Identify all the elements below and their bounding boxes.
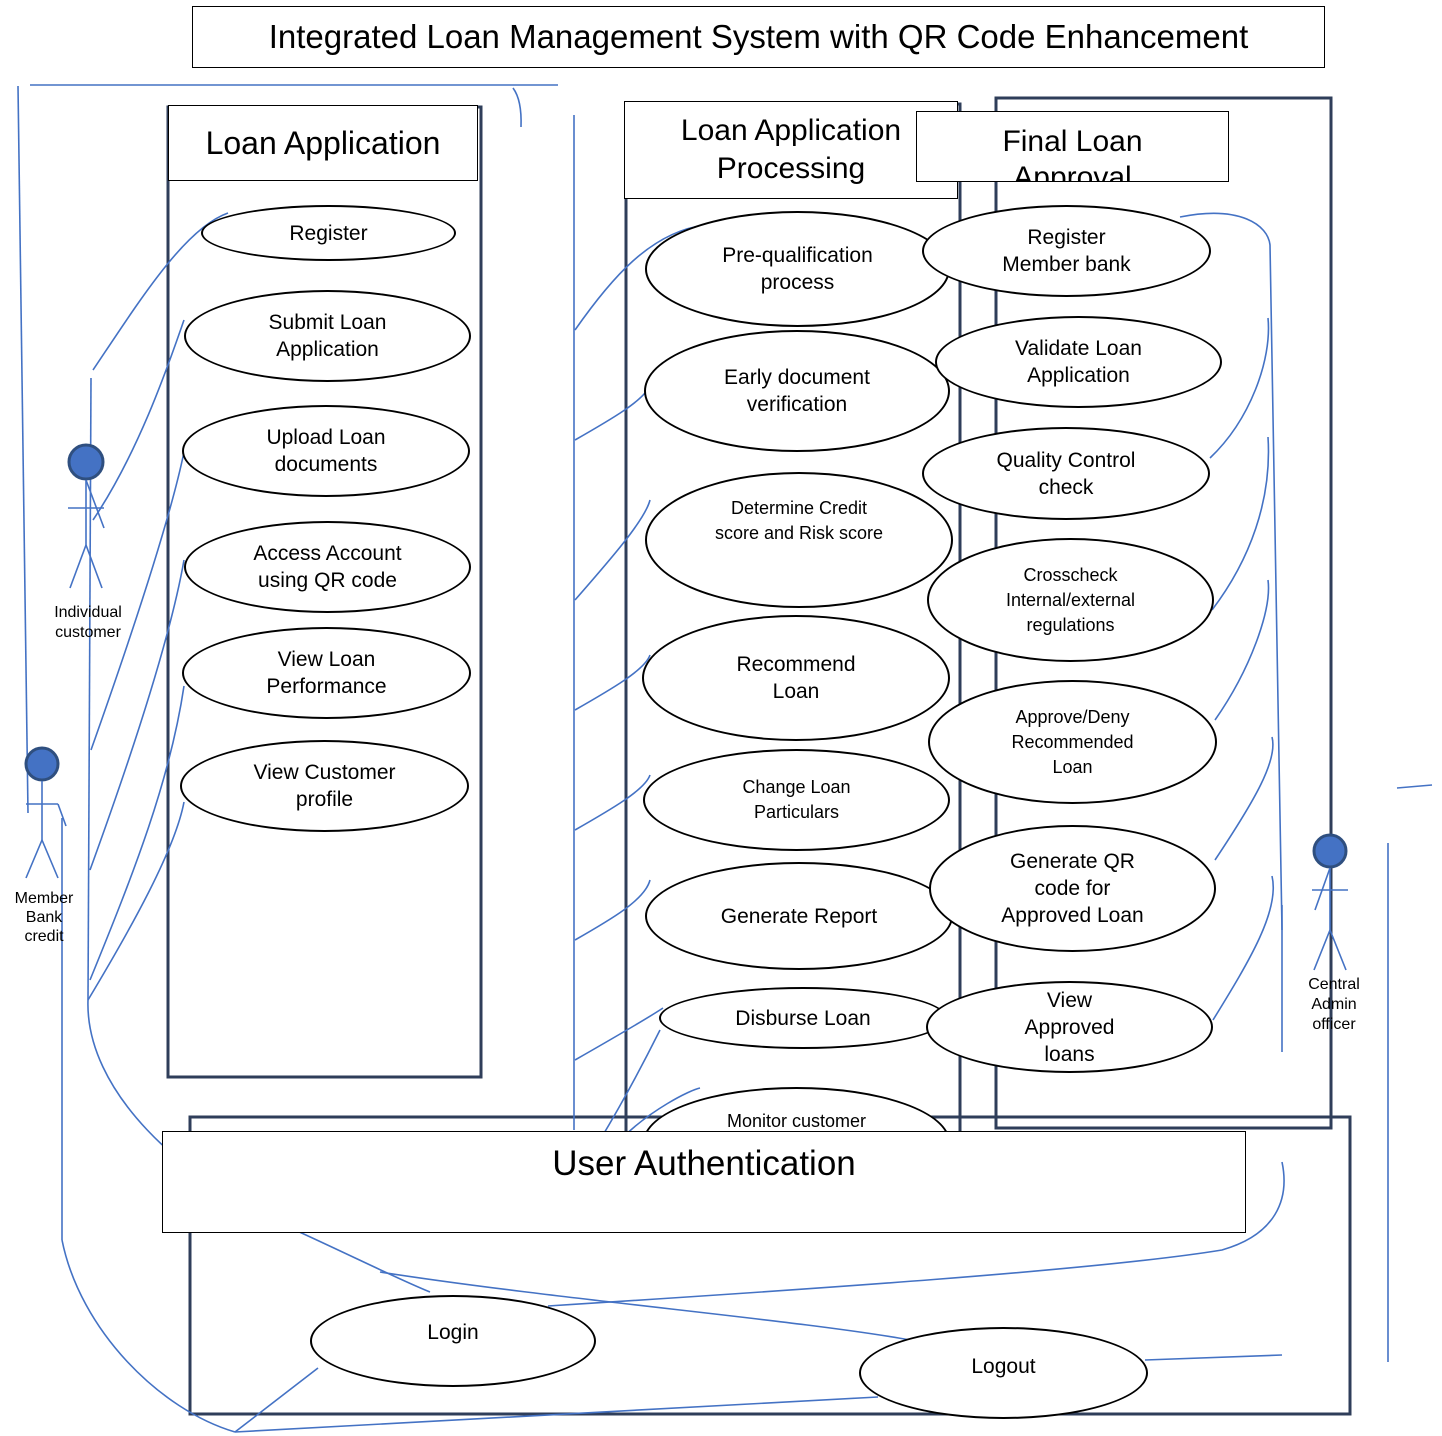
association-line [379, 1271, 911, 1341]
use-case-change-loan-particulars[interactable]: Change Loan Particulars [643, 749, 950, 851]
association-line [1211, 436, 1270, 611]
association-line [574, 1007, 664, 1061]
diagram-title: Integrated Loan Management System with Q… [192, 6, 1325, 68]
actor-label-individual-customer: Individual customer [54, 604, 122, 641]
association-line [89, 685, 185, 981]
use-case-logout[interactable]: Logout [859, 1327, 1148, 1419]
association-line [1214, 736, 1274, 861]
use-case-crosscheck-regulations[interactable]: Crosscheck Internal/external regulations [927, 538, 1214, 662]
package-title-loan-processing: Loan Application Processing [624, 101, 958, 199]
boundary-line [1396, 784, 1433, 789]
use-case-disburse-loan[interactable]: Disburse Loan [659, 987, 947, 1049]
actor-member-bank [24, 746, 67, 879]
use-case-register[interactable]: Register [201, 205, 456, 261]
association-line [87, 801, 185, 1001]
actor-lifeline [87, 377, 92, 1001]
use-case-view-approved-loans[interactable]: View Approved loans [926, 981, 1213, 1073]
boundary-line [17, 85, 29, 814]
actor-central-admin [1312, 833, 1348, 971]
boundary-line [512, 87, 522, 128]
association-line [574, 654, 651, 711]
package-title-final-approval: Final Loan Approval [916, 111, 1229, 182]
use-case-submit-loan-application[interactable]: Submit Loan Application [184, 290, 471, 382]
association-line [1209, 317, 1270, 459]
use-case-view-customer-profile[interactable]: View Customer profile [180, 740, 469, 832]
use-case-validate-loan-application[interactable]: Validate Loan Application [935, 316, 1222, 408]
use-case-early-document-verification[interactable]: Early document verification [644, 330, 950, 452]
association-line [574, 384, 651, 441]
use-case-login[interactable]: Login [310, 1295, 596, 1387]
actor-individual-customer [67, 443, 105, 589]
association-line [1179, 212, 1283, 931]
association-line [574, 499, 651, 601]
use-case-generate-qr-code[interactable]: Generate QR code for Approved Loan [929, 825, 1216, 952]
association-line [61, 1239, 236, 1433]
actor-label-member-bank: Member Bank credit [14, 890, 74, 945]
association-line [90, 451, 185, 751]
association-line [574, 879, 651, 941]
association-line [547, 1161, 1285, 1307]
association-line [1214, 579, 1270, 721]
package-title-loan-application: Loan Application [168, 105, 478, 181]
use-case-generate-report[interactable]: Generate Report [645, 862, 953, 970]
association-line [574, 774, 651, 831]
association-line [92, 319, 185, 521]
association-line [599, 1029, 661, 1141]
use-case-access-account-qr[interactable]: Access Account using QR code [184, 521, 471, 613]
association-line [234, 1367, 319, 1433]
association-line [1212, 875, 1274, 1021]
use-case-view-loan-performance[interactable]: View Loan Performance [182, 627, 471, 719]
use-case-approve-deny-loan[interactable]: Approve/Deny Recommended Loan [928, 680, 1217, 804]
association-line [89, 559, 185, 871]
use-case-upload-loan-documents[interactable]: Upload Loan documents [182, 405, 470, 497]
actor-label-central-admin: Central Admin officer [1308, 976, 1360, 1033]
use-case-quality-control-check[interactable]: Quality Control check [922, 427, 1210, 520]
use-case-pre-qualification[interactable]: Pre-qualification process [645, 211, 950, 327]
use-case-recommend-loan[interactable]: Recommend Loan [642, 615, 950, 741]
use-case-register-member-bank[interactable]: Register Member bank [922, 205, 1211, 297]
package-title-user-authentication: User Authentication [162, 1131, 1246, 1233]
association-line [1144, 1354, 1283, 1361]
use-case-credit-risk-score[interactable]: Determine Credit score and Risk score [645, 472, 953, 608]
association-line [234, 1396, 879, 1433]
